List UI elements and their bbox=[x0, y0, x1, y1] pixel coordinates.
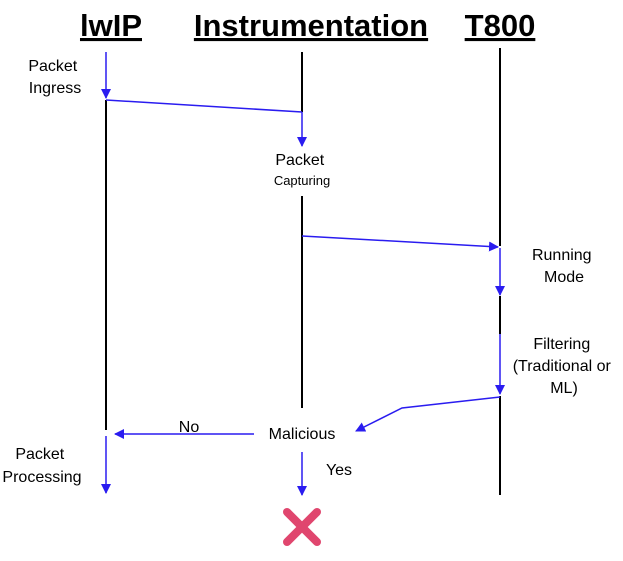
label-yes: Yes bbox=[326, 462, 352, 479]
arrow-lwip-to-instrumentation bbox=[105, 99, 303, 113]
label-running-mode-line-2: Mode bbox=[544, 269, 584, 286]
label-filtering-line-2: (Traditional or bbox=[513, 358, 612, 375]
lane-title-t800: T800 bbox=[465, 8, 536, 43]
label-packet-processing: Packet Processing bbox=[2, 446, 81, 486]
label-packet-capturing-line-2: Capturing bbox=[274, 173, 330, 188]
label-packet-capturing: Packet Capturing bbox=[274, 152, 330, 188]
label-packet-ingress-line-2: Ingress bbox=[29, 80, 81, 97]
arrow-t800-to-malicious bbox=[355, 396, 501, 432]
label-packet-ingress: Packet Ingress bbox=[28, 58, 81, 97]
x-mark-icon bbox=[283, 508, 321, 546]
label-packet-processing-line-1: Packet bbox=[15, 446, 64, 463]
label-running-mode: Running Mode bbox=[532, 247, 596, 286]
label-no: No bbox=[179, 419, 200, 436]
lane-title-instrumentation: Instrumentation bbox=[194, 8, 428, 43]
flow-arrows bbox=[101, 52, 505, 496]
label-packet-ingress-line-1: Packet bbox=[28, 58, 77, 75]
label-filtering-line-1: Filtering bbox=[533, 336, 590, 353]
lane-title-lwip: lwIP bbox=[80, 8, 142, 43]
label-running-mode-line-1: Running bbox=[532, 247, 592, 264]
arrow-instrumentation-to-t800 bbox=[301, 235, 499, 252]
label-filtering: Filtering (Traditional or ML) bbox=[513, 336, 616, 397]
label-filtering-line-3: ML) bbox=[550, 380, 578, 397]
label-malicious: Malicious bbox=[269, 426, 336, 443]
label-packet-capturing-line-1: Packet bbox=[275, 152, 324, 169]
label-packet-processing-line-2: Processing bbox=[2, 469, 81, 486]
lifelines bbox=[105, 48, 501, 495]
